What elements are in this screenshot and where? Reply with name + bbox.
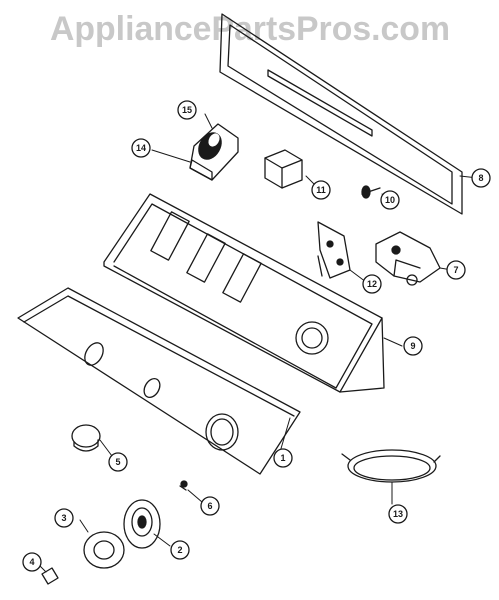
callout-10: 10 [380,190,400,210]
part-screw-10 [361,185,381,199]
svg-text:2: 2 [177,545,182,555]
svg-text:14: 14 [136,143,146,153]
part-relay [264,149,303,189]
svg-text:15: 15 [182,105,192,115]
part-clip [41,567,59,585]
part-timer-knob [123,499,161,549]
watermark: AppliancePartsPros.com [50,10,450,48]
callout-15: 15 [177,100,197,120]
svg-text:4: 4 [29,557,34,567]
callout-3: 3 [54,508,74,528]
svg-text:7: 7 [453,265,458,275]
part-console-frame [103,193,385,393]
svg-text:5: 5 [115,457,120,467]
part-knob-5 [71,424,101,452]
callout-9: 9 [403,336,423,356]
part-switch [189,123,239,181]
svg-text:11: 11 [316,185,326,195]
callout-8: 8 [471,168,491,188]
callout-5: 5 [108,452,128,472]
callout-11: 11 [311,180,331,200]
part-control-panel [17,287,301,475]
svg-text:13: 13 [393,509,403,519]
callout-2: 2 [170,540,190,560]
svg-text:3: 3 [61,513,66,523]
callouts: 15 14 11 10 12 7 8 9 1 5 6 2 3 4 13 [22,100,491,572]
part-dial [83,531,125,569]
part-screw-6 [179,480,188,491]
part-timer-bracket [317,221,351,279]
part-timer-motor [375,231,441,286]
callout-1: 1 [273,448,293,468]
svg-text:1: 1 [280,453,285,463]
part-wire-harness [341,449,441,483]
callout-6: 6 [200,496,220,516]
callout-7: 7 [446,260,466,280]
callout-14: 14 [131,138,151,158]
svg-text:8: 8 [478,173,483,183]
callout-13: 13 [388,504,408,524]
callout-4: 4 [22,552,42,572]
svg-text:6: 6 [207,501,212,511]
callout-12: 12 [362,274,382,294]
svg-text:9: 9 [410,341,415,351]
part-rear-panel [219,13,463,215]
svg-text:12: 12 [367,279,377,289]
svg-text:10: 10 [385,195,395,205]
